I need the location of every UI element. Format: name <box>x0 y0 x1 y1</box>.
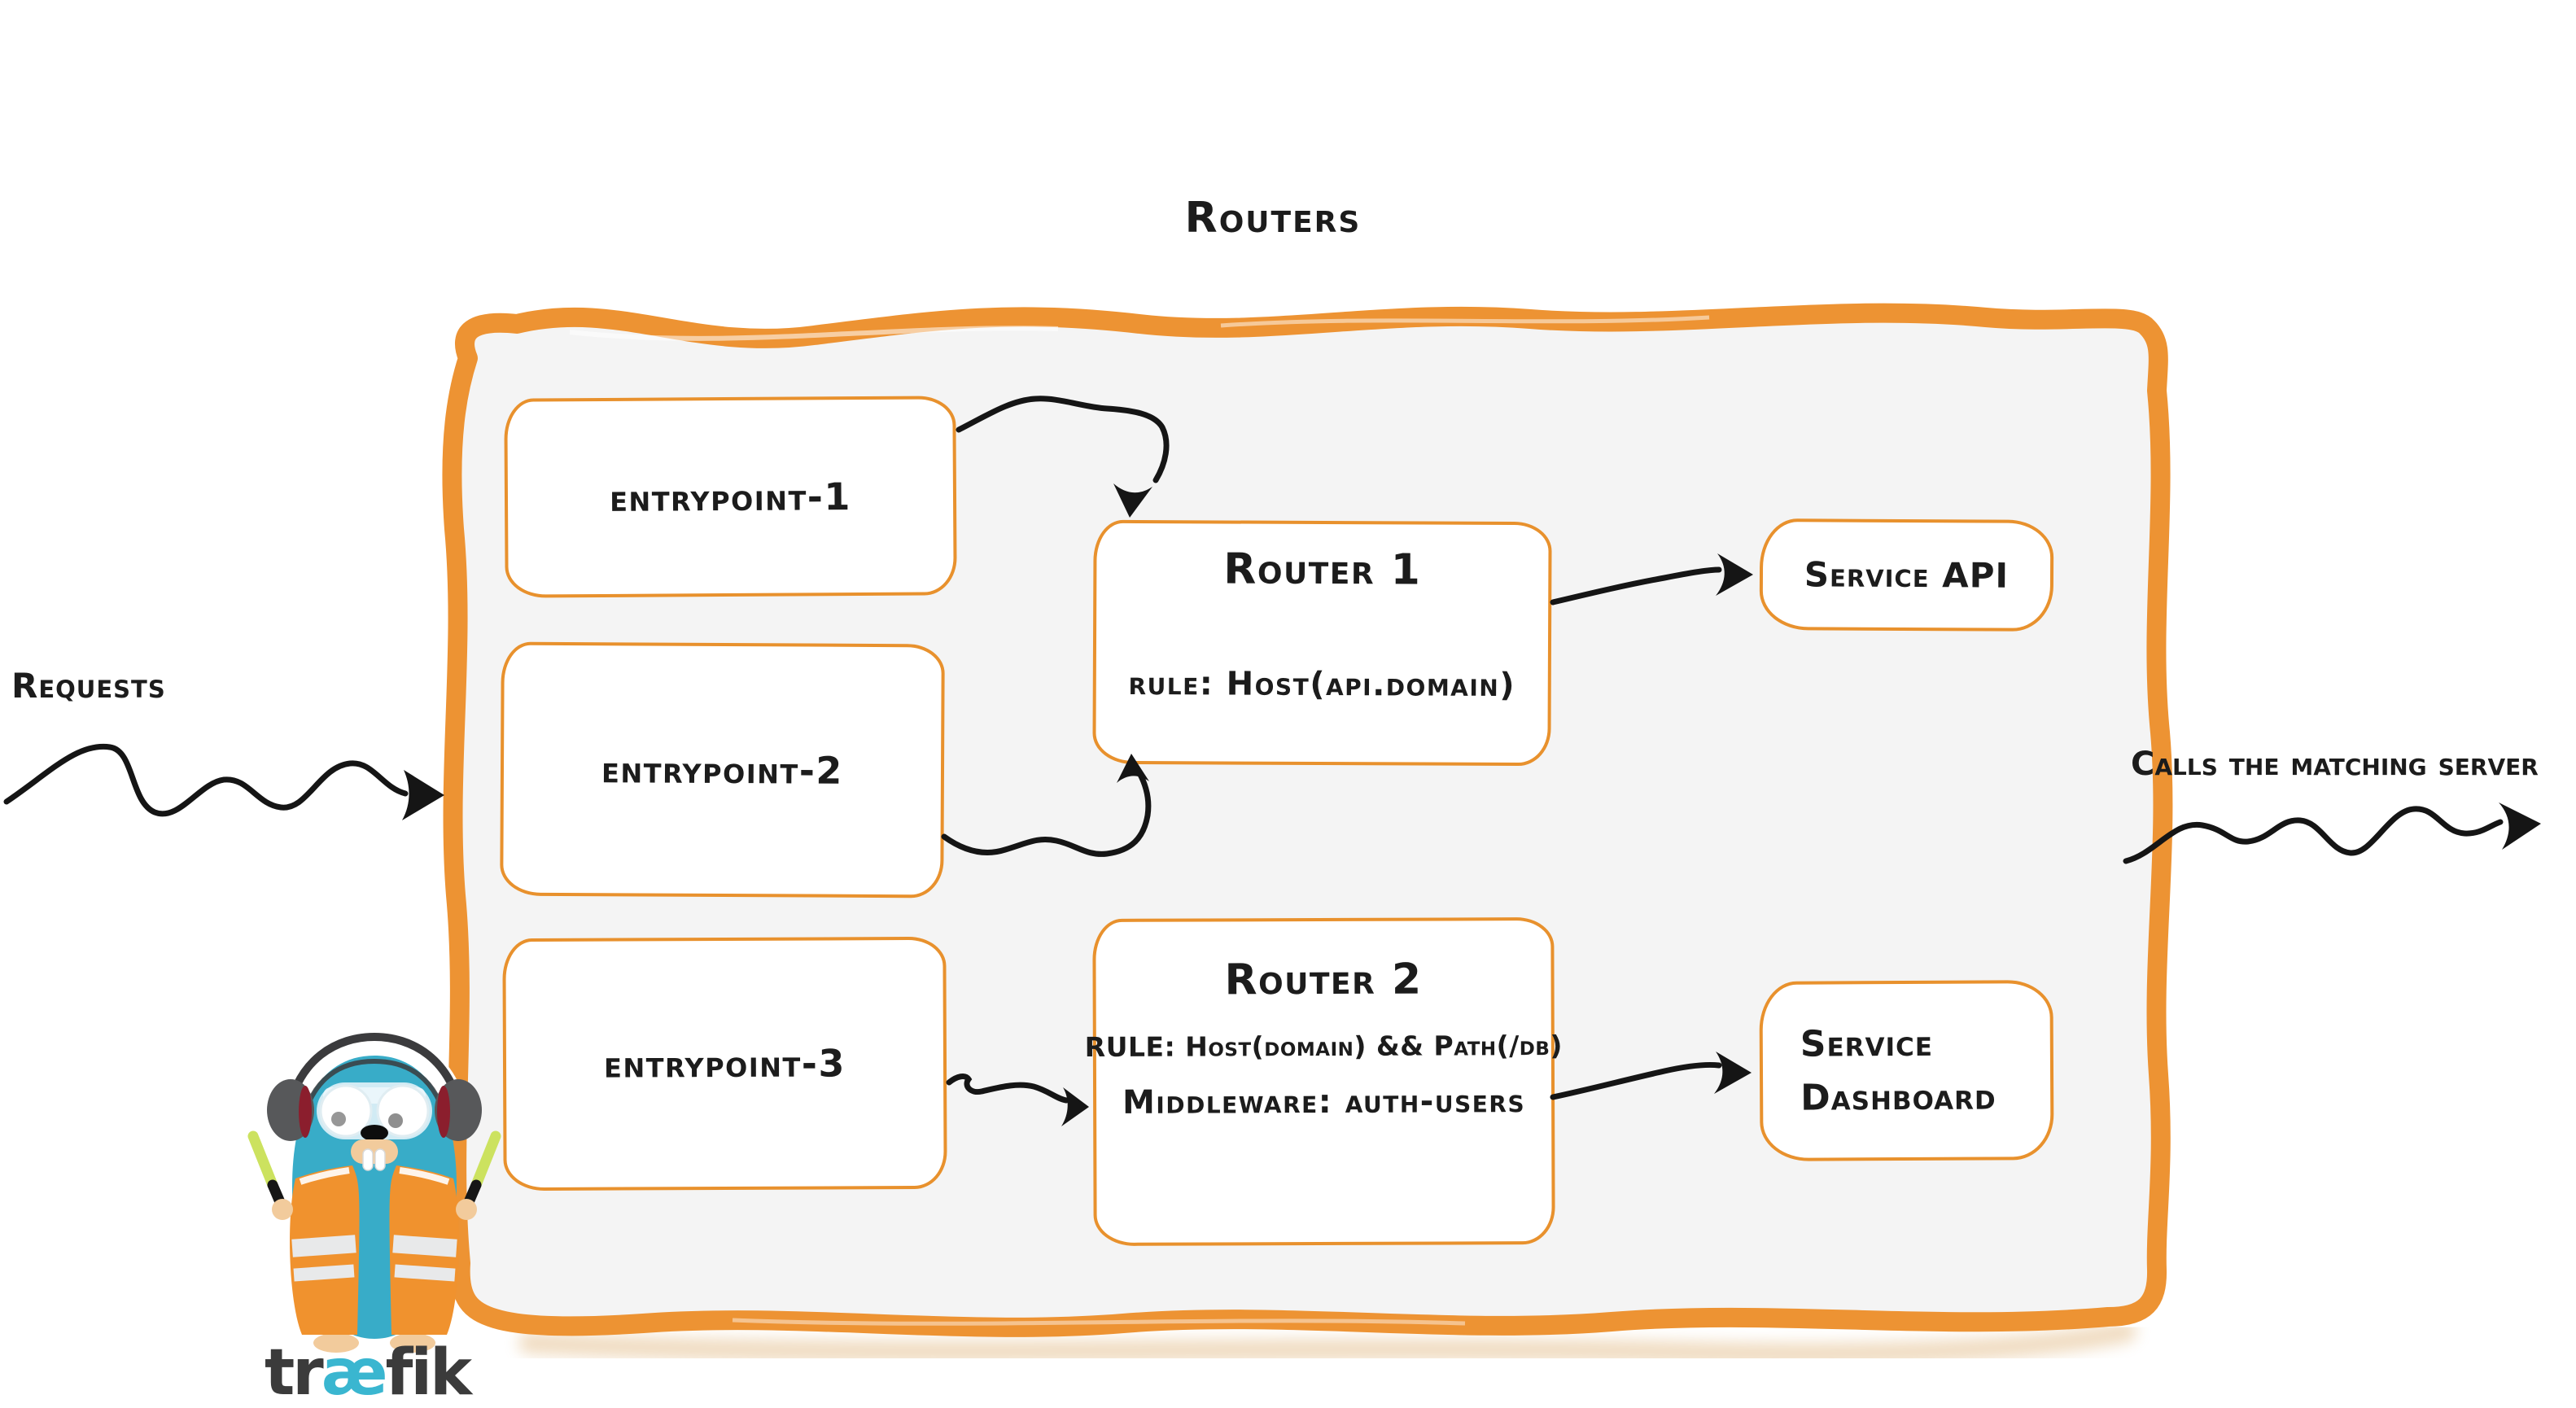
router2-to-service-dashboard-arrow <box>1550 1061 1722 1100</box>
requests-arrow <box>3 743 409 817</box>
vest-stripe <box>291 1235 356 1257</box>
left-baton-icon <box>247 1130 278 1191</box>
vest-right-trim <box>399 1167 450 1185</box>
headphones-band-inner <box>300 1058 449 1126</box>
gopher-muzzle <box>351 1139 398 1164</box>
traefik-wordmark: træfik <box>265 1336 473 1408</box>
gopher-right-hand <box>456 1199 477 1220</box>
ep1-arrowhead-icon <box>1113 483 1152 518</box>
vest-stripe <box>293 1264 355 1282</box>
wordmark-ae: æ <box>321 1336 388 1408</box>
router1-arrowhead-icon <box>1716 553 1753 596</box>
panel-marker-streak-3 <box>732 1318 1466 1326</box>
router1-to-service-api-arrow <box>1550 566 1722 606</box>
calls-matching-server-arrow <box>2123 806 2504 864</box>
gopher-left-hand <box>272 1199 293 1220</box>
entrypoint3-to-router2-arrow <box>946 1073 1069 1104</box>
right-baton-icon <box>470 1130 501 1191</box>
left-earcup-rim <box>299 1086 312 1138</box>
left-eye-pupil <box>331 1112 346 1126</box>
router2-arrowhead-icon <box>1714 1052 1752 1094</box>
wordmark-fik: fik <box>385 1336 473 1408</box>
vest-left-trim <box>299 1167 350 1185</box>
headphones-band-white <box>279 1031 470 1126</box>
gopher-right-foot <box>390 1333 435 1353</box>
ep2-arrowhead-icon <box>1117 754 1149 783</box>
vest-stripe <box>394 1264 456 1282</box>
panel-bottom-shadow <box>518 1321 2136 1365</box>
vest-stripe <box>392 1235 457 1257</box>
gopher-tooth <box>362 1148 374 1171</box>
right-earcup-rim <box>437 1086 450 1138</box>
gopher-nose <box>361 1125 388 1141</box>
calls-matching-server-label: Calls the matching server <box>2131 746 2539 783</box>
gopher-tooth <box>374 1148 386 1171</box>
calls-arrowhead-icon <box>2499 802 2541 850</box>
diagram-title: Routers <box>1184 194 1362 243</box>
ep3-arrowhead-icon <box>1061 1087 1089 1126</box>
gopher-left-foot <box>313 1333 359 1353</box>
panel-marker-streak-2 <box>1220 315 1710 328</box>
headphones-band-icon <box>283 1032 466 1117</box>
panel-marker-streak-1 <box>569 326 1059 341</box>
requests-arrowhead-icon <box>402 770 444 820</box>
right-eye-pupil <box>388 1113 403 1128</box>
entrypoint2-to-router1-arrow <box>941 768 1152 857</box>
wordmark-tr: tr <box>265 1336 324 1408</box>
requests-label: Requests <box>11 666 166 706</box>
entrypoint1-to-router1-arrow <box>956 396 1170 483</box>
traefik-gopher-logo <box>247 1031 501 1353</box>
